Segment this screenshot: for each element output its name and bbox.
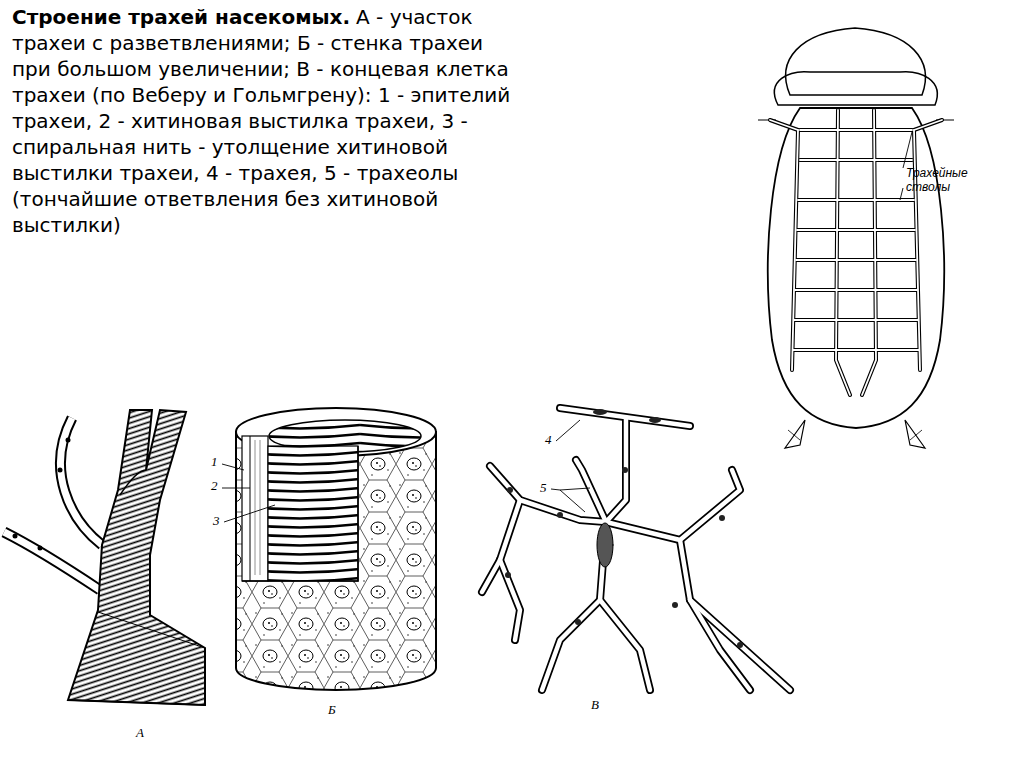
callout-number: 1 [211,455,218,469]
callout-number: 2 [211,479,218,493]
leader-lines [222,420,590,522]
trunk-label: Трахейные стволы [906,166,986,194]
title: Строение трахей насекомых. [12,5,350,29]
callout-number: 4 [545,433,552,447]
caption: А - участок трахеи с разветвлениями; Б -… [12,5,510,237]
trachea-wall-drawing [236,408,436,690]
terminal-cell-drawing [482,408,790,690]
figure-letter: В [591,698,599,712]
insect-tracheal-system [758,28,954,448]
figure-letter: А [136,726,144,740]
title-block: Строение трахей насекомых.А - участок тр… [12,4,517,238]
trachea-branch-drawing [4,410,205,705]
callout-number: 5 [540,481,547,495]
figure-letter: Б [328,703,336,717]
callout-number: 3 [213,514,220,528]
